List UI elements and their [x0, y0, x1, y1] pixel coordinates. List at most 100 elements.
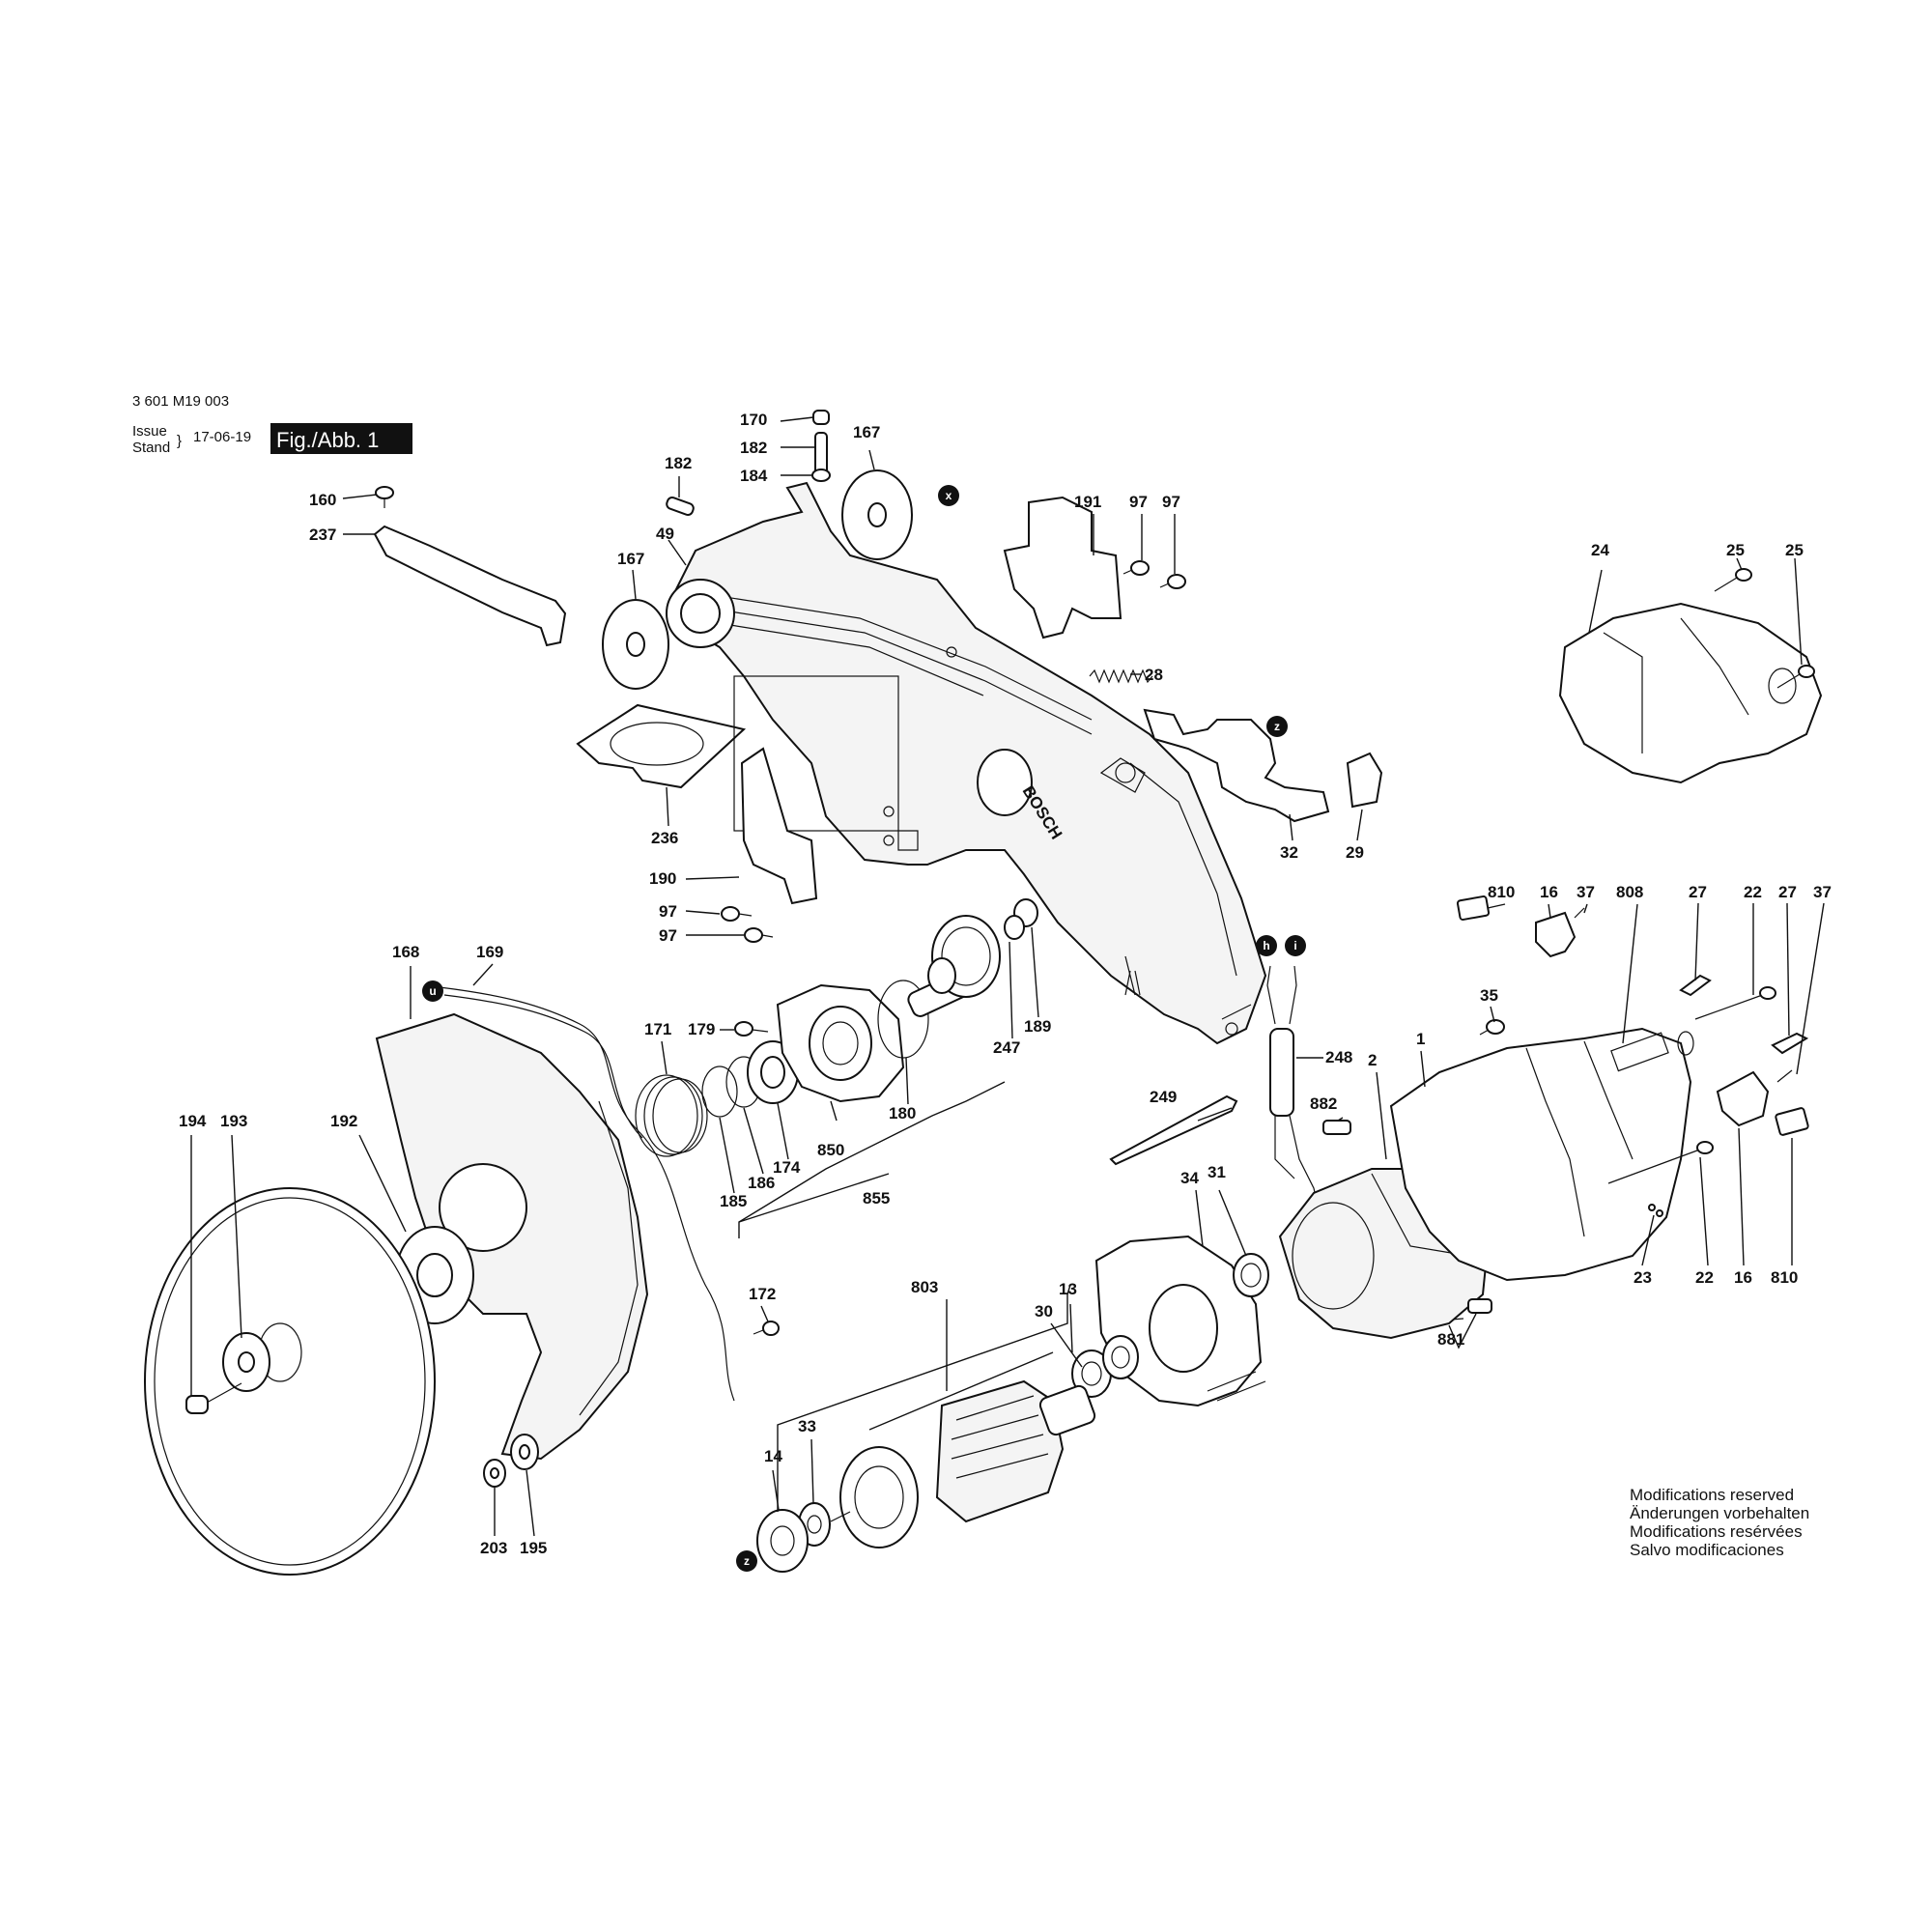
label-881: 881 — [1437, 1330, 1464, 1349]
part-37-screw-bottom — [1776, 1069, 1793, 1083]
label-179: 179 — [688, 1020, 715, 1038]
label-195: 195 — [520, 1539, 547, 1557]
part-249-cable-tie — [1109, 1094, 1238, 1166]
label-28: 28 — [1145, 666, 1163, 684]
marker-h-dot — [1256, 935, 1277, 956]
part-25-screw-a — [1714, 568, 1752, 592]
label-14: 14 — [764, 1447, 782, 1465]
label-803: 803 — [911, 1278, 938, 1296]
label-182-a: 182 — [740, 439, 767, 457]
part-194-bolt — [185, 1382, 242, 1414]
label-169: 169 — [476, 943, 503, 961]
part-189-bushing-b — [1004, 915, 1025, 940]
label-236: 236 — [651, 829, 678, 847]
label-31: 31 — [1208, 1163, 1226, 1181]
label-37-a: 37 — [1577, 883, 1595, 901]
label-27-b: 27 — [1778, 883, 1797, 901]
label-97-b: 97 — [1162, 493, 1180, 511]
brace-glyph: } — [177, 433, 182, 449]
part-172-screw — [753, 1321, 780, 1336]
parts-drawing: BOSCH — [144, 410, 1823, 1576]
label-167-b: 167 — [617, 550, 644, 568]
part-27-terminal-a — [1679, 974, 1712, 997]
stand-label: Stand — [132, 440, 170, 456]
part-167-washer-left — [602, 599, 669, 690]
marker-h: h — [1263, 939, 1269, 952]
modifications-notes: Modifications reserved Änderungen vorbeh… — [1630, 1486, 1809, 1559]
header: 3 601 M19 003 Issue Stand } 17-06-19 Fig… — [132, 393, 412, 456]
part-97-screw-d — [744, 927, 774, 943]
part-882-clip — [1322, 1120, 1351, 1135]
note-es: Salvo modificaciones — [1630, 1541, 1784, 1559]
label-30: 30 — [1035, 1302, 1053, 1321]
label-23: 23 — [1634, 1268, 1652, 1287]
part-168-blade-guard — [375, 1012, 649, 1461]
part-803-armature — [830, 1379, 1096, 1548]
note-en: Modifications reserved — [1630, 1486, 1794, 1504]
note-fr: Modifications resérvées — [1630, 1522, 1803, 1541]
part-97-screw-b — [1159, 574, 1186, 589]
part-810-brush-bottom — [1775, 1107, 1809, 1136]
note-de: Änderungen vorbehalten — [1630, 1504, 1809, 1522]
part-171-spring — [635, 1074, 708, 1157]
part-1-motor-housing — [1389, 1027, 1694, 1282]
label-29: 29 — [1346, 843, 1364, 862]
label-171: 171 — [644, 1020, 671, 1038]
label-882: 882 — [1310, 1094, 1337, 1113]
part-number: 3 601 M19 003 — [132, 393, 229, 410]
marker-u-dot — [422, 980, 443, 1002]
label-97-a: 97 — [1129, 493, 1148, 511]
label-192: 192 — [330, 1112, 357, 1130]
label-24: 24 — [1591, 541, 1609, 559]
part-179-screw — [734, 1021, 769, 1037]
label-27-a: 27 — [1689, 883, 1707, 901]
label-170: 170 — [740, 411, 767, 429]
issue-date: 17-06-19 — [193, 429, 251, 445]
part-193-washer — [222, 1332, 270, 1392]
label-247: 247 — [993, 1038, 1020, 1057]
marker-z-top-dot — [1266, 716, 1288, 737]
part-97-screw-c — [721, 906, 753, 922]
part-180-o-ring — [877, 980, 929, 1059]
part-31-ring — [1233, 1253, 1269, 1297]
label-25-a: 25 — [1726, 541, 1745, 559]
marker-i-dot — [1285, 935, 1306, 956]
part-16-brush-holder-bottom — [1716, 1070, 1770, 1127]
part-13-ring — [1102, 1335, 1139, 1379]
label-35: 35 — [1480, 986, 1498, 1005]
figure-label: Fig./Abb. 1 — [276, 428, 379, 452]
part-35-screw — [1479, 1019, 1505, 1036]
part-22-screw-bottom — [1607, 1141, 1714, 1184]
part-97-screw-a — [1122, 560, 1150, 576]
label-182-b: 182 — [665, 454, 692, 472]
label-22-a: 22 — [1744, 883, 1762, 901]
label-190: 190 — [649, 869, 676, 888]
label-22-b: 22 — [1695, 1268, 1714, 1287]
issue-label: Issue — [132, 423, 167, 440]
part-25-screw-b — [1776, 665, 1815, 689]
label-49: 49 — [656, 525, 674, 543]
label-191: 191 — [1074, 493, 1101, 511]
part-24-motor-cover — [1558, 602, 1823, 784]
label-810-b: 810 — [1771, 1268, 1798, 1287]
label-186: 186 — [748, 1174, 775, 1192]
part-27-terminal-b — [1771, 1032, 1809, 1055]
part-190-bracket — [740, 747, 818, 905]
marker-u: u — [429, 984, 436, 998]
part-237-lever — [373, 525, 567, 647]
label-168: 168 — [392, 943, 419, 961]
part-160-screw — [375, 486, 394, 508]
part-236-plate — [576, 703, 747, 789]
part-167-washer-right — [841, 469, 913, 560]
part-170-cap — [812, 410, 830, 425]
label-203: 203 — [480, 1539, 507, 1557]
label-172: 172 — [749, 1285, 776, 1303]
label-855: 855 — [863, 1189, 890, 1208]
part-29-cap — [1346, 752, 1383, 809]
label-16-b: 16 — [1734, 1268, 1752, 1287]
label-850: 850 — [817, 1141, 844, 1159]
part-14-bearing — [756, 1509, 809, 1573]
label-248: 248 — [1325, 1048, 1352, 1066]
upper-arm-housing — [666, 481, 1267, 1045]
